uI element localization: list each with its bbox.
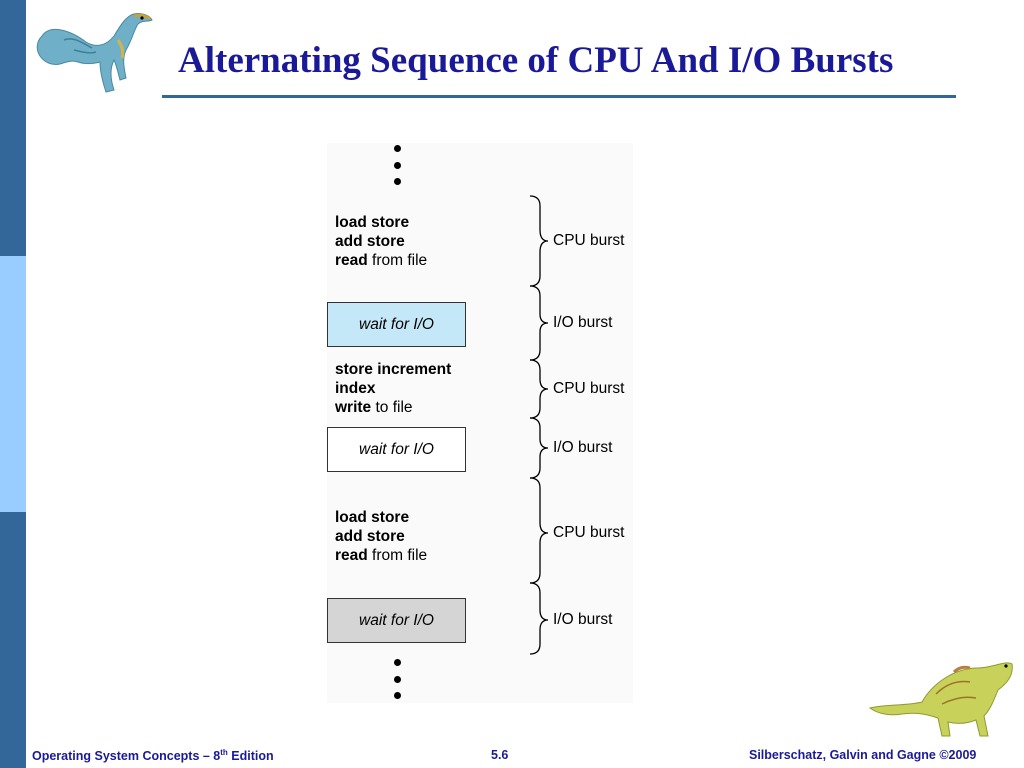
code-line: add store: [335, 528, 405, 545]
brace-cpu-3: [529, 477, 549, 584]
wait-for-io-box-3: wait for I/O: [327, 598, 466, 643]
cpu-code-block-1: load store add store read from file: [335, 213, 427, 270]
code-line: add store: [335, 233, 405, 250]
brace-io-2: [529, 417, 549, 479]
sidebar-stripe-middle: [0, 256, 26, 512]
sidebar-stripe-bottom: [0, 512, 26, 768]
cpu-code-block-2: store increment index write to file: [335, 360, 451, 417]
io-burst-label-1: I/O burst: [553, 314, 613, 331]
wait-for-io-box-1: wait for I/O: [327, 302, 466, 347]
burst-braces: [529, 195, 549, 655]
dinosaur-logo-bottom-icon: [868, 662, 1013, 737]
sidebar-stripe-top: [0, 0, 26, 256]
io-burst-label-3: I/O burst: [553, 611, 613, 628]
wait-for-io-box-2: wait for I/O: [327, 427, 466, 472]
brace-cpu-2: [529, 359, 549, 419]
bottom-ellipsis-icon: [394, 659, 402, 709]
cpu-burst-label-2: CPU burst: [553, 380, 625, 397]
cpu-burst-label-3: CPU burst: [553, 524, 625, 541]
brace-cpu-1: [529, 195, 549, 287]
io-burst-label-2: I/O burst: [553, 439, 613, 456]
code-line: write to file: [335, 399, 413, 416]
code-line: load store: [335, 509, 410, 526]
code-line: load store: [335, 214, 410, 231]
dinosaur-logo-icon: [36, 13, 153, 93]
top-ellipsis-icon: [394, 145, 402, 195]
brace-io-3: [529, 582, 549, 655]
footer-book-title: Operating System Concepts – 8th Edition: [32, 748, 274, 764]
title-underline: [162, 95, 956, 98]
code-line: index: [335, 380, 376, 397]
footer-page-number: 5.6: [491, 748, 509, 762]
cpu-code-block-3: load store add store read from file: [335, 508, 427, 565]
slide-title: Alternating Sequence of CPU And I/O Burs…: [178, 40, 894, 81]
footer-copyright: Silberschatz, Galvin and Gagne ©2009: [749, 748, 977, 762]
code-line: read from file: [335, 252, 428, 269]
brace-io-1: [529, 285, 549, 361]
cpu-burst-label-1: CPU burst: [553, 232, 625, 249]
code-line: store increment: [335, 361, 452, 378]
code-line: read from file: [335, 547, 428, 564]
